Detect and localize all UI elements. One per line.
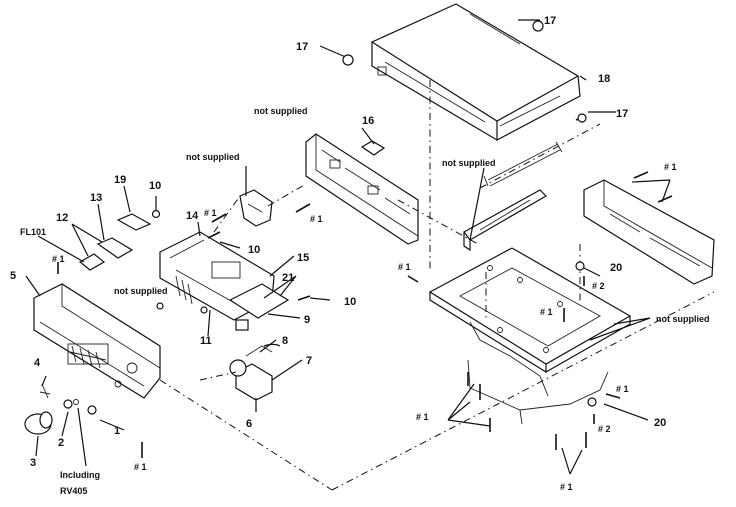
screw-20a: [575, 261, 585, 271]
callout-17a: 17: [544, 15, 556, 27]
callout-19: 19: [114, 174, 126, 186]
screw-label-1g: # 1: [416, 412, 429, 422]
label-fl101: FL101: [20, 227, 46, 237]
screw-17a: [532, 20, 544, 32]
note-rv405: RV405: [60, 486, 87, 496]
callout-1: 1: [114, 425, 120, 437]
screw-label-2a: # 2: [592, 281, 605, 291]
callout-2: 2: [58, 437, 64, 449]
screw-label-1j: # 1: [560, 482, 573, 492]
screw-pair-left: [156, 302, 164, 310]
callout-4: 4: [34, 357, 41, 369]
screws: [57, 20, 673, 458]
note-not-supplied-bracket: not supplied: [186, 152, 240, 162]
not-supplied-bracket: [239, 189, 273, 227]
screw-10b: [207, 231, 221, 239]
part-16-bracket: [360, 140, 386, 156]
leader-lines: [25, 19, 671, 475]
small-parts-2-4: [39, 383, 97, 415]
left-side-rail: [463, 189, 547, 252]
callout-10c: 10: [344, 296, 356, 308]
back-panel: [305, 133, 419, 245]
screw-label-1h: # 1: [134, 462, 147, 472]
screw-label-1b: # 1: [204, 208, 217, 218]
note-not-supplied-top: not supplied: [254, 106, 308, 116]
notes: not supplied not supplied not supplied n…: [20, 106, 710, 496]
screw-20b: [587, 397, 597, 407]
chassis: [428, 247, 632, 425]
screw-10a: [151, 209, 161, 219]
callout-6: 6: [246, 418, 252, 430]
screw-label-1d: # 1: [664, 162, 677, 172]
top-cover: [370, 3, 581, 142]
board-19: [116, 213, 152, 231]
fl101-display: [78, 237, 134, 271]
screw-11: [200, 306, 208, 314]
screw-label-1e: # 1: [398, 262, 411, 272]
note-not-supplied-chassis: not supplied: [656, 314, 710, 324]
callout-7: 7: [306, 355, 312, 367]
callout-20a: 20: [610, 262, 622, 274]
rear-rail-strip: [483, 141, 563, 187]
callout-21: 21: [282, 272, 294, 284]
callout-8: 8: [282, 335, 288, 347]
callout-18: 18: [598, 73, 610, 85]
screw-label-1f: # 1: [540, 307, 553, 317]
callout-13: 13: [90, 192, 102, 204]
screw-label-1i: # 1: [616, 384, 629, 394]
callout-numbers: 1 2 3 4 5 6 7 8 9 10 10 10 11 12 13 14 1…: [10, 15, 666, 469]
callout-20b: 20: [654, 417, 666, 429]
screw-s1-upper: [211, 213, 227, 223]
callout-15: 15: [297, 252, 309, 264]
right-side-panel: [583, 179, 715, 285]
callout-10b: 10: [248, 244, 260, 256]
screw-s1-back: [295, 203, 311, 213]
callout-16: 16: [362, 115, 374, 127]
callout-17b: 17: [296, 41, 308, 53]
screw-label-1c: # 1: [310, 214, 323, 224]
callout-12: 12: [56, 212, 68, 224]
screw-s1-low-f: [605, 393, 621, 399]
note-including: Including: [60, 470, 100, 480]
note-not-supplied-front: not supplied: [114, 286, 168, 296]
callout-17c: 17: [616, 108, 628, 120]
screw-type-labels: # 1 # 1 # 1 # 1 # 1 # 1 # 1 # 1 # 1 # 1 …: [52, 162, 677, 492]
motor-assembly: [229, 343, 281, 401]
screw-s1-right-b: [657, 195, 673, 203]
alignment-lines: [159, 80, 715, 491]
screw-10c: [297, 295, 311, 301]
callout-10a: 10: [149, 180, 161, 192]
callout-3: 3: [30, 457, 36, 469]
screw-s1-right-a: [633, 171, 649, 179]
callout-14: 14: [186, 210, 199, 222]
screw-s1-chassis: [407, 275, 419, 283]
callout-9: 9: [304, 314, 310, 326]
note-not-supplied-rail: not supplied: [442, 158, 496, 168]
board-21: [228, 283, 290, 331]
screw-17c: [575, 113, 587, 123]
front-panel: [33, 283, 161, 399]
screw-label-1a: # 1: [52, 254, 65, 264]
knob-part-3: [24, 411, 53, 435]
callout-5: 5: [10, 270, 16, 282]
screw-17b: [342, 54, 354, 66]
screw-label-2b: # 2: [598, 424, 611, 434]
callout-11: 11: [200, 335, 212, 347]
